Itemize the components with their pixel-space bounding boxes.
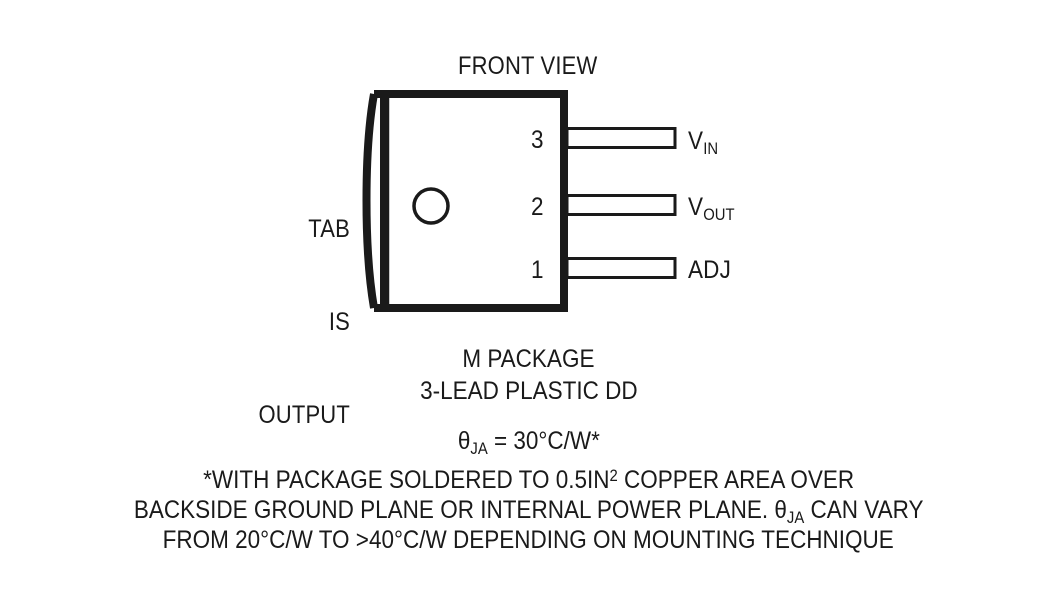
package-body-rect (380, 90, 568, 312)
footnote-line-2-theta-subscript: JA (786, 508, 805, 527)
footnote-line-1-superscript: 2 (609, 467, 618, 486)
tab-is-output-label: TAB IS OUTPUT (190, 152, 350, 493)
pin-label-vout: VOUT (688, 193, 735, 224)
lead-rect-pin-1 (565, 257, 677, 279)
pin-label-vin-subscript: IN (703, 139, 719, 158)
pin-label-vin: VIN (688, 127, 719, 158)
pin-label-adj-main: ADJ (688, 256, 732, 284)
pin-number-1: 1 (531, 256, 544, 284)
footnote-line-2-text: BACKSIDE GROUND PLANE OR INTERNAL POWER … (133, 496, 924, 527)
footnote-line-3: FROM 20°C/W TO >40°C/W DEPENDING ON MOUN… (0, 526, 1057, 555)
theta-equals-value: = 30°C/W* (487, 427, 600, 455)
footnote-line-2: BACKSIDE GROUND PLANE OR INTERNAL POWER … (0, 496, 1057, 527)
footnote-line-1-text: *WITH PACKAGE SOLDERED TO 0.5IN2 COPPER … (203, 466, 854, 495)
pin-number-2: 2 (531, 193, 544, 221)
footnote-line-2-theta-symbol: θ (774, 496, 787, 524)
pin-label-vin-main: V (688, 127, 704, 155)
pin-label-adj: ADJ (688, 256, 731, 285)
package-name-line-1-text: M PACKAGE (462, 345, 595, 373)
footnote-line-1: *WITH PACKAGE SOLDERED TO 0.5IN2 COPPER … (0, 466, 1057, 495)
tab-note-line-2: IS (328, 308, 350, 336)
tab-note-line-3: OUTPUT (258, 401, 350, 429)
tab-note-line-1: TAB (308, 215, 350, 243)
pin-label-vout-main: V (688, 193, 704, 221)
footnote-line-2-part-b: CAN VARY (804, 496, 924, 524)
footnote-line-2-part-a: BACKSIDE GROUND PLANE OR INTERNAL POWER … (133, 496, 775, 524)
theta-subscript: JA (469, 439, 488, 458)
footnote-line-1-part-a: *WITH PACKAGE SOLDERED TO 0.5IN (203, 466, 610, 494)
pin-number-3: 3 (531, 126, 544, 154)
pin-label-vout-subscript: OUT (703, 205, 735, 224)
package-tab-outline (362, 93, 378, 309)
footnote-line-1-part-b: COPPER AREA OVER (617, 466, 854, 494)
theta-symbol: θ (457, 427, 470, 455)
package-name-line-1: M PACKAGE (0, 345, 1057, 374)
package-name-line-2: 3-LEAD PLASTIC DD (0, 377, 1057, 406)
front-view-label: FRONT VIEW (458, 52, 598, 80)
theta-ja-expression: θJA = 30°C/W* (457, 427, 600, 458)
lead-rect-pin-2 (565, 194, 677, 216)
footnote-line-3-text: FROM 20°C/W TO >40°C/W DEPENDING ON MOUN… (162, 526, 895, 554)
lead-rect-pin-3 (565, 127, 677, 149)
theta-ja-value-line: θJA = 30°C/W* (0, 427, 1057, 458)
mounting-hole-circle (412, 187, 450, 225)
package-name-line-2-text: 3-LEAD PLASTIC DD (419, 377, 638, 405)
